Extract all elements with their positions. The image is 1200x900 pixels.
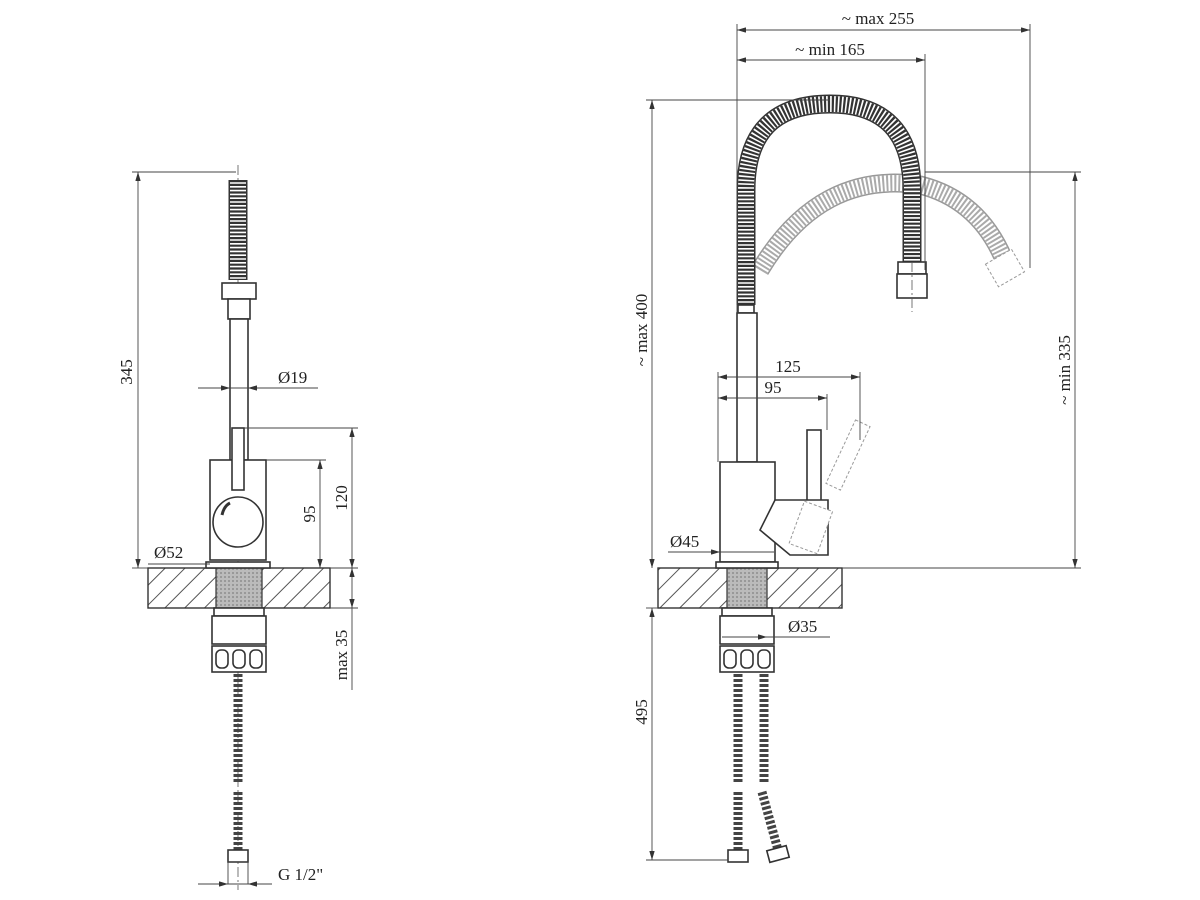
dim-height-345: 345 [117, 359, 136, 385]
dim-height-min: ~ min 335 [1055, 335, 1074, 405]
side-view: 345 Ø19 120 95 Ø52 max 35 G 1/2" [117, 165, 358, 890]
dim-base-diameter: Ø52 [154, 543, 183, 562]
dim-reach-max: ~ max 255 [842, 9, 914, 28]
spout-pipe [736, 312, 758, 463]
dim-reach-min: ~ min 165 [795, 40, 865, 59]
faucet-body [719, 461, 776, 563]
dim-handle-reach: 95 [765, 378, 782, 397]
dim-body-height: 95 [300, 506, 319, 523]
dim-shank-diameter: Ø35 [788, 617, 817, 636]
dim-hose-length: 495 [632, 699, 651, 725]
lever-handle [806, 429, 822, 503]
dim-height-max: ~ max 400 [632, 294, 651, 366]
dim-handle-height: 120 [332, 485, 351, 511]
spring-hose [738, 95, 920, 305]
dim-spout-diameter: Ø19 [278, 368, 307, 387]
dim-max-countertop: max 35 [332, 630, 351, 681]
front-view: ~ max 255 ~ min 165 ~ max 400 ~ min 335 … [632, 9, 1081, 864]
dim-handle-reach-max: 125 [775, 357, 801, 376]
hose-alternate-position [753, 175, 1013, 275]
lever-handle [231, 427, 245, 491]
hose-nut [221, 282, 257, 300]
dim-thread: G 1/2" [278, 865, 323, 884]
dim-base-diameter: Ø45 [670, 532, 699, 551]
cartridge-cap [212, 496, 264, 548]
